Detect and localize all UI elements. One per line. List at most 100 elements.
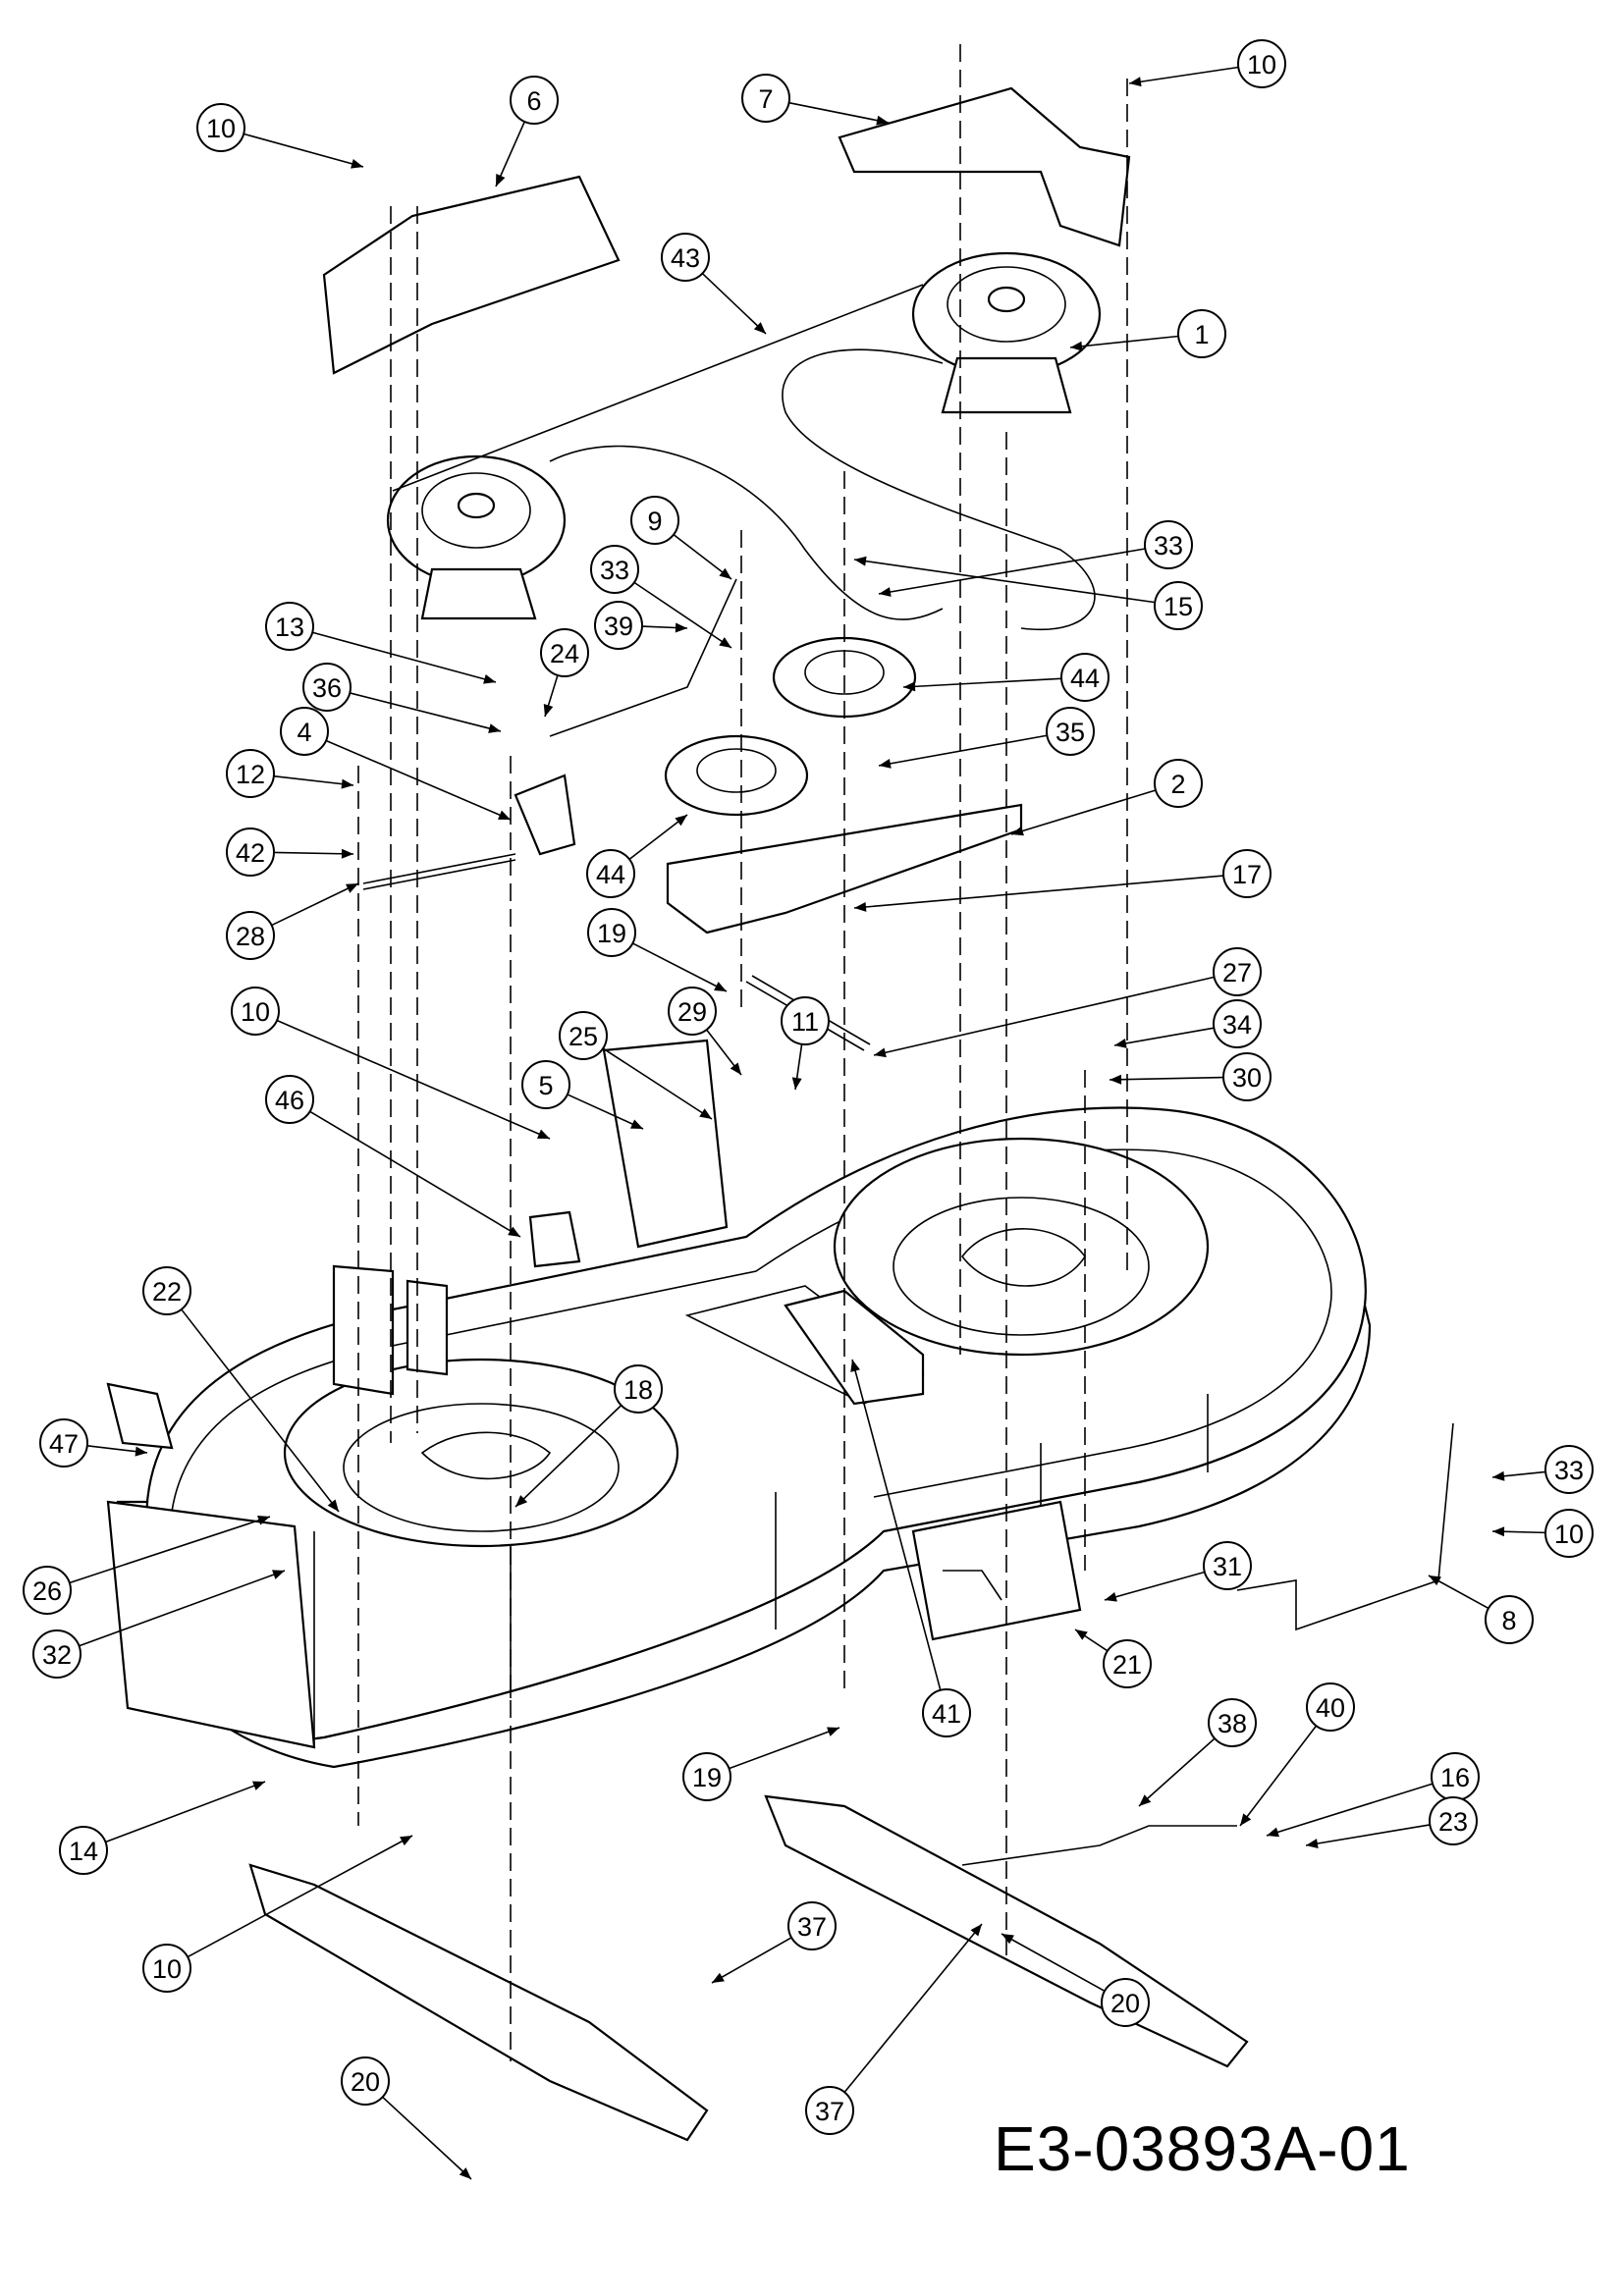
callout-leader xyxy=(1114,1028,1214,1045)
callout-label: 32 xyxy=(42,1640,72,1670)
callout-arrowhead xyxy=(515,1495,528,1507)
callout-bubble xyxy=(587,908,636,957)
callout-bubble xyxy=(1101,1978,1150,2027)
callout-arrowhead xyxy=(730,1062,741,1075)
callout-bubble xyxy=(196,103,245,152)
callout-bubble xyxy=(661,233,710,282)
callout-c17: 17 xyxy=(854,849,1272,912)
callout-arrowhead xyxy=(699,1108,712,1119)
callout-arrowhead xyxy=(1075,1629,1088,1640)
callout-arrowhead xyxy=(341,848,353,859)
callout-bubble xyxy=(630,496,679,545)
callout-bubble xyxy=(1203,1541,1252,1590)
callout-label: 33 xyxy=(1154,531,1183,561)
callout-arrowhead xyxy=(1001,1934,1014,1945)
callout-arrowhead xyxy=(714,982,727,991)
callout-arrowhead xyxy=(496,174,506,187)
callout-c46: 46 xyxy=(265,1075,520,1237)
callout-c10e: 10 xyxy=(142,1836,412,1993)
callout-leader xyxy=(188,1836,412,1957)
mower-deck-housing xyxy=(108,1108,1370,1767)
callout-arrowhead xyxy=(508,1226,520,1237)
callout-c33c: 33 xyxy=(1492,1445,1594,1494)
callout-arrowhead xyxy=(327,1499,339,1512)
callout-c9: 9 xyxy=(630,496,731,579)
callout-bubble xyxy=(1060,653,1110,702)
callout-arrowhead xyxy=(257,1516,270,1525)
callout-label: 10 xyxy=(1247,50,1276,80)
callout-bubble xyxy=(280,707,329,756)
callout-c10a: 10 xyxy=(196,103,363,169)
callout-leader xyxy=(244,133,363,167)
callout-label: 20 xyxy=(1110,1989,1140,2018)
callout-label: 28 xyxy=(236,922,265,951)
callout-leader xyxy=(632,943,727,991)
callout-c47: 47 xyxy=(39,1418,147,1468)
callout-arrowhead xyxy=(135,1446,147,1457)
callout-bubble xyxy=(1213,947,1262,996)
callout-label: 33 xyxy=(600,556,629,585)
callout-label: 42 xyxy=(236,838,265,868)
callout-bubble xyxy=(265,1075,314,1124)
callout-bubble xyxy=(1544,1509,1594,1558)
callout-label: 25 xyxy=(568,1022,598,1051)
callout-label: 46 xyxy=(275,1086,304,1115)
right-spindle-pulley xyxy=(913,253,1100,412)
callout-arrowhead xyxy=(879,587,892,597)
callout-label: 22 xyxy=(152,1277,182,1307)
callout-bubble xyxy=(59,1826,108,1875)
callout-c30: 30 xyxy=(1110,1052,1272,1101)
callout-leader xyxy=(272,883,358,926)
callout-bubble xyxy=(590,545,639,594)
callout-bubble xyxy=(39,1418,88,1468)
callout-leader xyxy=(310,1111,520,1237)
callout-arrowhead xyxy=(1070,341,1083,351)
callout-arrowhead xyxy=(488,723,501,733)
callout-bubble xyxy=(510,76,559,125)
callout-arrowhead xyxy=(1110,1074,1122,1085)
callout-bubble xyxy=(142,1944,191,1993)
callout-arrowhead xyxy=(879,758,892,769)
callout-bubble xyxy=(1222,1052,1272,1101)
callout-label: 13 xyxy=(275,613,304,642)
callout-bubble xyxy=(781,996,830,1045)
callout-c20b: 20 xyxy=(1001,1934,1150,2027)
callout-leader xyxy=(1110,1078,1223,1080)
callout-leader xyxy=(1001,1934,1105,1991)
callout-leader xyxy=(312,632,496,682)
callout-label: 29 xyxy=(677,997,707,1027)
callout-leader xyxy=(730,1728,839,1769)
callout-label: 19 xyxy=(597,919,626,948)
callout-arrowhead xyxy=(1129,77,1142,87)
callout-label: 8 xyxy=(1501,1606,1516,1635)
callout-arrowhead xyxy=(1011,826,1024,836)
callout-arrowhead xyxy=(719,567,731,579)
callout-c19a: 19 xyxy=(587,908,727,991)
callout-label: 20 xyxy=(351,2067,380,2097)
callout-arrowhead xyxy=(252,1781,265,1790)
callout-c44b: 44 xyxy=(586,815,687,898)
callout-arrowhead xyxy=(483,674,496,684)
callout-c10b: 10 xyxy=(1129,39,1286,88)
callout-c15: 15 xyxy=(854,556,1203,630)
callout-leader xyxy=(854,560,1155,603)
callout-label: 40 xyxy=(1316,1693,1345,1723)
callout-c12: 12 xyxy=(226,749,353,798)
callout-arrowhead xyxy=(1267,1827,1279,1838)
callout-c29: 29 xyxy=(668,987,741,1075)
callout-arrowhead xyxy=(719,637,731,648)
callout-c23: 23 xyxy=(1306,1796,1478,1848)
callout-leader xyxy=(515,1406,622,1507)
callout-arrowhead xyxy=(876,115,889,126)
callout-leader xyxy=(702,274,766,334)
callout-arrowhead xyxy=(1429,1575,1441,1586)
callout-c35: 35 xyxy=(879,707,1095,769)
callout-bubble xyxy=(1222,849,1272,898)
callout-arrowhead xyxy=(874,1047,887,1058)
callout-label: 31 xyxy=(1213,1552,1242,1581)
callout-leader xyxy=(789,103,889,123)
callout-arrowhead xyxy=(791,1077,802,1090)
callout-label: 35 xyxy=(1056,718,1085,747)
callout-bubble xyxy=(787,1901,837,1950)
